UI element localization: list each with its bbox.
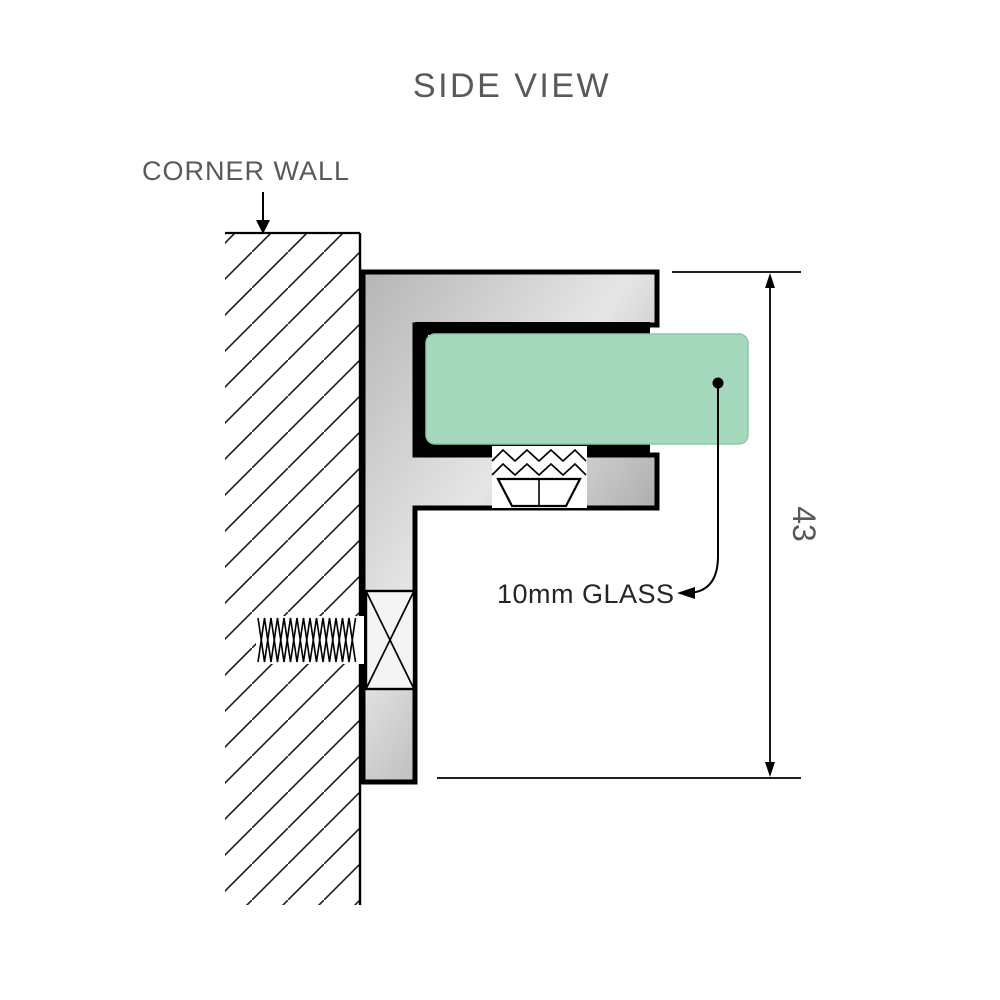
grub-screw-thread-top <box>491 448 587 463</box>
dimension-arrow-down-icon <box>765 762 775 777</box>
leader-arrowhead-icon <box>677 587 695 599</box>
glass-callout: 10mm GLASS <box>497 377 724 609</box>
corner-wall-arrowhead-icon <box>256 220 270 234</box>
corner-wall-label: CORNER WALL <box>142 156 350 186</box>
wall-screw-thread-b <box>257 617 357 663</box>
dimension-43: 43 <box>437 271 822 779</box>
glass-panel <box>425 333 749 445</box>
wall <box>225 231 362 905</box>
diagram-title: SIDE VIEW <box>413 67 611 105</box>
grub-screw <box>491 446 587 508</box>
wall-screw-head-cross-2 <box>365 590 415 690</box>
corner-wall-callout: CORNER WALL <box>142 156 350 234</box>
wall-hatching <box>225 233 360 905</box>
wall-screw <box>256 589 416 691</box>
dimension-value: 43 <box>786 506 822 542</box>
dimension-arrow-up-icon <box>765 273 775 288</box>
grub-screw-thread-bottom <box>491 462 587 477</box>
glass-label: 10mm GLASS <box>497 579 675 609</box>
leader-dot <box>712 377 724 389</box>
